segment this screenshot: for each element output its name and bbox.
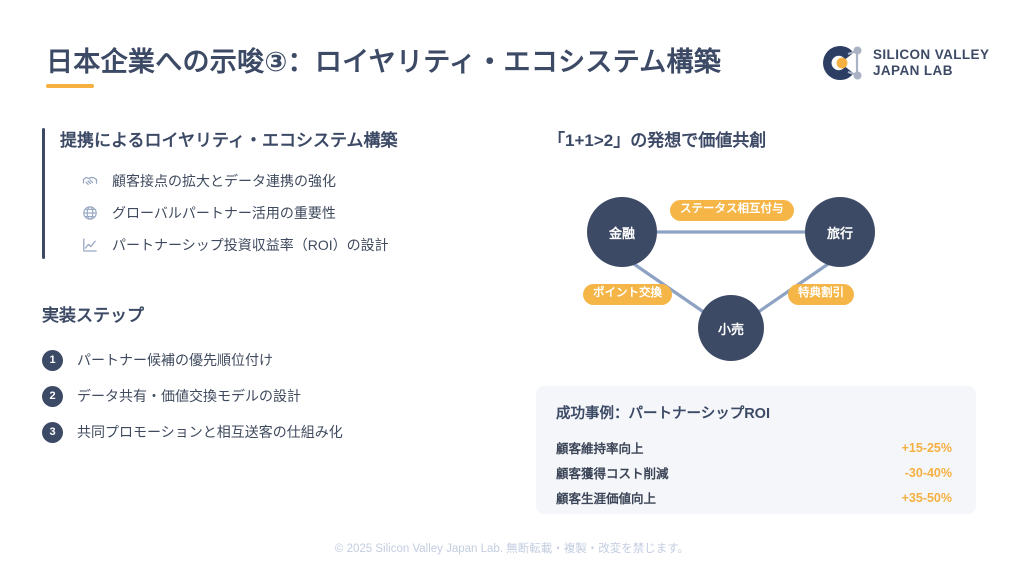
ecosystem-diagram-heading: 「1+1>2」の発想で価値共創 (548, 131, 767, 150)
right-column: 「1+1>2」の発想で価値共創 (548, 126, 988, 151)
logo-line-2: JAPAN LAB (873, 63, 953, 78)
roi-metric-value: +35-50% (901, 490, 952, 505)
step-label: パートナー候補の優先順位付け (77, 352, 273, 368)
step-label: データ共有・価値交換モデルの設計 (77, 388, 301, 404)
diagram-edge-label-status: ステータス相互付与 (670, 200, 794, 221)
partnership-ecosystem-diagram: 金融 旅行 小売 ステータス相互付与 ポイント交換 特典割引 (548, 172, 988, 377)
partnership-panel: 提携によるロイヤリティ・エコシステム構築 顧客接点の拡大とデータ連携の強化 (42, 126, 502, 261)
list-item: 3 共同プロモーションと相互送客の仕組み化 (42, 414, 502, 450)
page-title: 日本企業への示唆③：ロイヤリティ・エコシステム構築 (46, 47, 722, 77)
roi-metric-value: -30-40% (904, 465, 952, 480)
roi-metric-label: 顧客生涯価値向上 (556, 492, 657, 506)
diagram-node-label: 旅行 (826, 225, 853, 241)
roi-card-title: 成功事例：パートナーシップROI (556, 406, 770, 422)
diagram-node-finance[interactable]: 金融 (587, 197, 657, 267)
list-item-label: パートナーシップ投資収益率（ROI）の設計 (112, 237, 389, 253)
partnership-bullet-list: 顧客接点の拡大とデータ連携の強化 グローバルパートナー活用の重要性 (60, 165, 502, 261)
list-item: 顧客接点の拡大とデータ連携の強化 (60, 165, 502, 197)
step-label: 共同プロモーションと相互送客の仕組み化 (77, 424, 343, 440)
list-item-label: 顧客接点の拡大とデータ連携の強化 (112, 173, 336, 189)
implementation-steps-list: 1 パートナー候補の優先順位付け 2 データ共有・価値交換モデルの設計 3 共同… (42, 342, 502, 450)
brand-logo: SILICON VALLEY JAPAN LAB (818, 40, 989, 86)
list-item: 1 パートナー候補の優先順位付け (42, 342, 502, 378)
roi-metric-value: +15-25% (901, 440, 952, 455)
roi-metric-label: 顧客維持率向上 (556, 442, 644, 456)
list-item-label: グローバルパートナー活用の重要性 (112, 205, 336, 221)
list-item: グローバルパートナー活用の重要性 (60, 197, 502, 229)
step-number-badge: 2 (42, 385, 63, 407)
copyright-footer: © 2025 Silicon Valley Japan Lab. 無断転載・複製… (334, 543, 690, 555)
step-number-badge: 3 (42, 421, 63, 443)
step-number-badge: 1 (42, 349, 63, 371)
diagram-edge-label-bonus: 特典割引 (788, 284, 854, 305)
implementation-steps-heading: 実装ステップ (42, 306, 144, 325)
partnership-panel-heading: 提携によるロイヤリティ・エコシステム構築 (60, 131, 398, 150)
diagram-node-label: 小売 (717, 321, 744, 337)
diagram-node-travel[interactable]: 旅行 (805, 197, 875, 267)
globe-icon (82, 205, 98, 221)
list-item: 2 データ共有・価値交換モデルの設計 (42, 378, 502, 414)
diagram-node-label: 金融 (608, 225, 635, 241)
roi-success-case-card: 成功事例：パートナーシップROI 顧客維持率向上 +15-25% 顧客獲得コスト… (536, 386, 976, 514)
table-row: 顧客獲得コスト削減 -30-40% (556, 460, 952, 485)
line-chart-icon (82, 237, 98, 253)
left-column: 提携によるロイヤリティ・エコシステム構築 顧客接点の拡大とデータ連携の強化 (42, 126, 502, 450)
table-row: 顧客維持率向上 +15-25% (556, 435, 952, 460)
diagram-edge-label-points: ポイント交換 (583, 284, 672, 305)
roi-metric-label: 顧客獲得コスト削減 (556, 467, 669, 481)
silicon-valley-japan-lab-logo-icon (818, 42, 864, 84)
title-underline-accent (46, 84, 94, 88)
list-item: パートナーシップ投資収益率（ROI）の設計 (60, 229, 502, 261)
logo-line-1: SILICON VALLEY (873, 47, 990, 63)
logo-wordmark: SILICON VALLEY JAPAN LAB (873, 47, 989, 79)
diagram-node-retail[interactable]: 小売 (698, 295, 764, 361)
table-row: 顧客生涯価値向上 +35-50% (556, 485, 952, 510)
handshake-icon (82, 173, 98, 189)
